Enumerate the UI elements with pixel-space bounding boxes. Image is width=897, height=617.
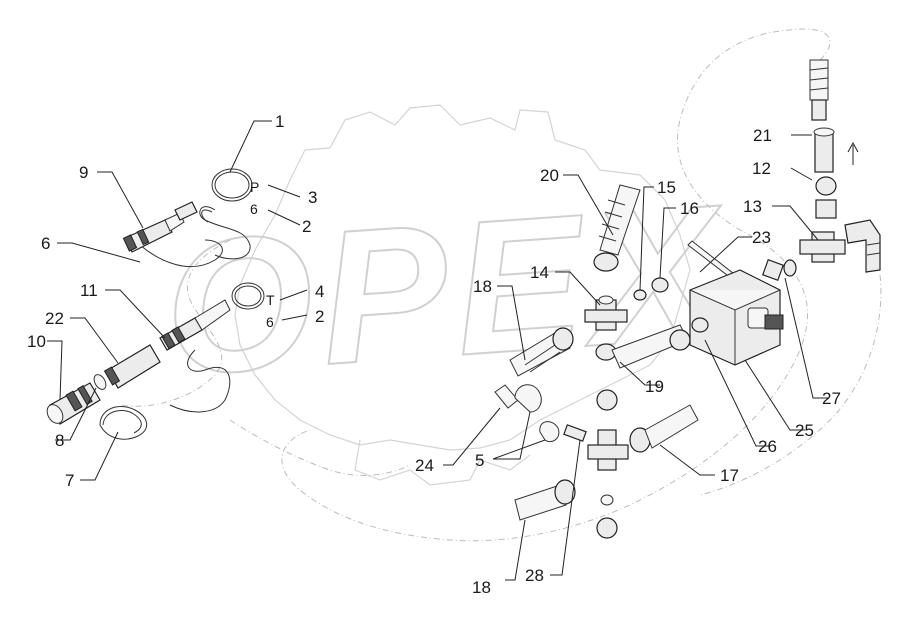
callout-20: 20 (540, 166, 559, 185)
callout-13: 13 (743, 197, 762, 216)
port-p-label: P (250, 179, 259, 195)
part-18-hose-top (509, 327, 574, 377)
callout-10: 10 (27, 332, 46, 351)
part-9-coupler (122, 201, 198, 253)
callout-3: 3 (308, 188, 317, 207)
callout-11: 11 (80, 281, 98, 300)
part-28-screw (563, 424, 587, 442)
lower-cross-fitting (587, 389, 629, 539)
callout-12: 12 (752, 159, 771, 178)
callout-8: 8 (55, 431, 64, 450)
part-10-coupler (46, 382, 101, 425)
part-11-nipple (159, 299, 231, 351)
part-15-nipple (633, 289, 647, 301)
callout-1: 1 (275, 112, 284, 131)
part-1-loop-bottom (169, 282, 265, 413)
part-27-nipple (783, 259, 797, 277)
part-1-loop (211, 168, 253, 202)
callout-19: 19 (645, 377, 664, 396)
callout-16: 16 (680, 199, 699, 218)
part-19-hose (595, 324, 691, 369)
part-14-tee (584, 295, 628, 331)
part-7-lanyard (99, 406, 148, 440)
callout-15: 15 (657, 178, 676, 197)
part-18-hose-bottom (514, 479, 576, 521)
callout-2a: 2 (302, 217, 311, 236)
part-12-washer (815, 199, 837, 219)
callout-7: 7 (65, 471, 74, 490)
callout-17: 17 (720, 466, 739, 485)
callout-24: 24 (415, 456, 434, 475)
callout-4: 4 (315, 282, 324, 301)
part-22-tube (103, 344, 161, 389)
part-27-flange (761, 258, 785, 282)
part-8-oring (93, 374, 107, 390)
six-label-bottom: 6 (266, 314, 274, 330)
leader-lines (47, 120, 828, 581)
dashed-hose-route-2 (699, 274, 882, 496)
watermark-gear (234, 104, 691, 486)
part-20-hose (593, 184, 641, 272)
elbow-hose-right (844, 219, 881, 273)
part-21-fitting (809, 59, 835, 173)
callout-9: 9 (79, 163, 88, 182)
part-5-clamps (514, 384, 560, 443)
callout-18a: 18 (473, 277, 492, 296)
dashed-hose-route (281, 28, 831, 542)
flow-arrow (847, 141, 859, 165)
callout-28: 28 (525, 566, 544, 585)
callout-14: 14 (530, 263, 549, 282)
six-label-top: 6 (250, 201, 258, 217)
callout-18b: 18 (472, 578, 491, 597)
callout-5: 5 (475, 451, 484, 470)
callout-21: 21 (753, 126, 772, 145)
dashed-hose-route-4 (229, 419, 411, 476)
callout-26: 26 (758, 437, 777, 456)
part-25-valve-block (689, 269, 784, 366)
callout-23: 23 (752, 228, 771, 247)
callout-25: 25 (795, 421, 814, 440)
callout-6: 6 (41, 234, 50, 253)
callout-27: 27 (822, 389, 841, 408)
callout-2b: 2 (315, 307, 324, 326)
port-t-label: T (266, 292, 275, 308)
part-6-loop-top (139, 206, 251, 268)
callout-22: 22 (45, 309, 64, 328)
part-17-hose (629, 404, 699, 453)
dashed-hose-route-3 (119, 239, 231, 407)
part-12-nut (815, 176, 837, 196)
part-16-nut (651, 277, 669, 293)
part-13-tee (799, 231, 846, 263)
